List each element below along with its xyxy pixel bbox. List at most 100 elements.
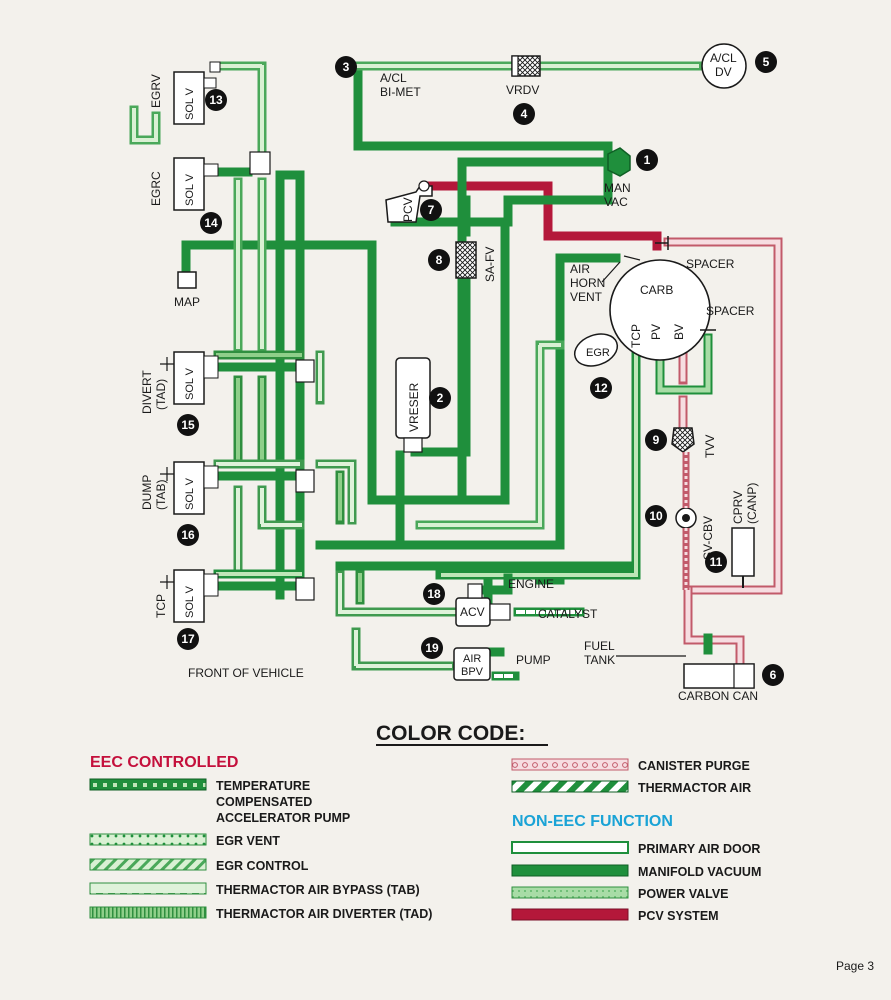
sol-v-dump-label: SOL V xyxy=(184,477,196,510)
vreser-label: VRESER xyxy=(407,382,421,432)
carbon-canister xyxy=(683,663,755,689)
vrdv-label: VRDV xyxy=(506,83,539,97)
callout-3: 3 xyxy=(335,56,357,78)
acl-dv-label-2: DV xyxy=(715,65,732,79)
engine-label: ENGINE xyxy=(508,577,554,591)
egrc-label: EGRC xyxy=(149,171,163,206)
air-horn-vent-label-3: VENT xyxy=(570,290,603,304)
acl-bimet-label-2: BI-MET xyxy=(380,85,421,99)
svg-text:19: 19 xyxy=(425,641,439,655)
callout-16: 16 xyxy=(177,524,199,546)
manifold-vacuum-fitting xyxy=(607,147,631,177)
sv-cbv-valve xyxy=(675,452,697,590)
callout-2: 2 xyxy=(429,387,451,409)
svg-text:EGR CONTROL: EGR CONTROL xyxy=(216,859,309,873)
svg-text:PRIMARY AIR DOOR: PRIMARY AIR DOOR xyxy=(638,842,760,856)
svg-text:7: 7 xyxy=(428,203,435,217)
legend-item-thermactor-air: THERMACTOR AIR xyxy=(511,780,751,795)
svg-text:8: 8 xyxy=(436,253,443,267)
sol-v-egrc-label: SOL V xyxy=(184,173,196,206)
svg-text:3: 3 xyxy=(343,60,350,74)
legend-item-pcv-system: PCV SYSTEM xyxy=(511,908,719,923)
legend-item-egr-vent: EGR VENT xyxy=(89,833,280,848)
dump-label-2: (TAB) xyxy=(154,480,168,510)
egrv-label: EGRV xyxy=(149,74,163,108)
callout-10: 10 xyxy=(645,505,667,527)
vrdv-valve xyxy=(511,55,541,77)
sol-v-tcp-label: SOL V xyxy=(184,585,196,618)
acv-label: ACV xyxy=(460,605,485,619)
svg-text:5: 5 xyxy=(763,55,770,69)
acl-dv-motor xyxy=(701,43,747,89)
legend-item-canister-purge: CANISTER PURGE xyxy=(511,758,750,773)
sol-v-tcp xyxy=(160,569,315,623)
carbon-can-label: CARBON CAN xyxy=(678,689,758,703)
man-vac-label: MAN xyxy=(604,181,631,195)
legend-item-tcp: TEMPERATURE COMPENSATED ACCELERATOR PUMP xyxy=(89,778,350,825)
callout-19: 19 xyxy=(421,637,443,659)
svg-text:11: 11 xyxy=(710,555,723,569)
legend-item-manifold-vacuum: MANIFOLD VACUUM xyxy=(511,864,761,879)
callout-6: 6 xyxy=(762,664,784,686)
pcv-valve xyxy=(385,180,433,223)
egr-valve xyxy=(573,333,619,367)
callout-11: 11 xyxy=(705,551,727,573)
legend-item-egr-control: EGR CONTROL xyxy=(89,858,309,873)
callout-4: 4 xyxy=(513,103,535,125)
map-sensor xyxy=(177,271,197,289)
pcv-hoses xyxy=(427,181,662,251)
air-bpv-label-2: BPV xyxy=(461,666,484,678)
tvv-label: TVV xyxy=(703,435,717,458)
divert-label: DIVERT xyxy=(140,370,154,414)
legend-item-power-valve: POWER VALVE xyxy=(511,886,729,901)
air-horn-vent-label-2: HORN xyxy=(570,276,605,290)
sol-v-divert-label: SOL V xyxy=(184,367,196,400)
carb-port-tcp: TCP xyxy=(629,324,643,348)
svg-text:EGR VENT: EGR VENT xyxy=(216,834,280,848)
man-vac-label-2: VAC xyxy=(604,195,628,209)
tvv-valve xyxy=(671,427,695,453)
dump-label: DUMP xyxy=(140,475,154,510)
pcv-label: PCV xyxy=(401,197,415,222)
callout-17: 17 xyxy=(177,628,199,650)
sv-cbv-label: SV-CBV xyxy=(701,516,715,560)
svg-text:ACCELERATOR PUMP: ACCELERATOR PUMP xyxy=(216,811,350,825)
color-code-legend: COLOR CODE: EEC CONTROLLED NON-EEC FUNCT… xyxy=(89,722,761,923)
acl-bimet-label: A/CL xyxy=(380,71,407,85)
svg-text:THERMACTOR AIR BYPASS (TAB): THERMACTOR AIR BYPASS (TAB) xyxy=(216,883,420,897)
map-label: MAP xyxy=(174,295,200,309)
svg-text:POWER VALVE: POWER VALVE xyxy=(638,887,729,901)
pump-label: PUMP xyxy=(516,653,551,667)
svg-text:CANISTER PURGE: CANISTER PURGE xyxy=(638,759,750,773)
air-bpv-valve xyxy=(453,647,491,681)
catalyst-label: CATALYST xyxy=(538,607,598,621)
cprv-label-2: (CANP) xyxy=(745,483,759,524)
svg-text:THERMACTOR AIR: THERMACTOR AIR xyxy=(638,781,751,795)
callout-13: 13 xyxy=(205,89,227,111)
svg-text:PCV SYSTEM: PCV SYSTEM xyxy=(638,909,719,923)
callout-9: 9 xyxy=(645,429,667,451)
callout-8: 8 xyxy=(428,249,450,271)
svg-text:10: 10 xyxy=(649,509,663,523)
egr-label: EGR xyxy=(586,347,610,359)
acl-dv-label: A/CL xyxy=(710,51,737,65)
sol-v-divert xyxy=(160,351,315,405)
vreser-reservoir xyxy=(395,357,431,453)
svg-text:13: 13 xyxy=(209,93,223,107)
callout-15: 15 xyxy=(177,414,199,436)
sa-fv-label: SA-FV xyxy=(483,247,497,282)
power-valve-hoses xyxy=(655,333,713,395)
svg-text:4: 4 xyxy=(521,107,528,121)
spacer-right-label: SPACER xyxy=(706,304,755,318)
page-number: Page 3 xyxy=(836,959,874,973)
legend-item-tad: THERMACTOR AIR DIVERTER (TAD) xyxy=(89,906,432,921)
fuel-tank-label-2: TANK xyxy=(584,653,615,667)
svg-text:MANIFOLD VACUUM: MANIFOLD VACUUM xyxy=(638,865,761,879)
sol-v-egrv-label: SOL V xyxy=(184,87,196,120)
svg-text:18: 18 xyxy=(427,587,441,601)
sa-fv-filter xyxy=(455,241,477,279)
non-eec-heading: NON-EEC FUNCTION xyxy=(512,813,673,830)
eec-hoses xyxy=(129,61,641,681)
callout-18: 18 xyxy=(423,583,445,605)
